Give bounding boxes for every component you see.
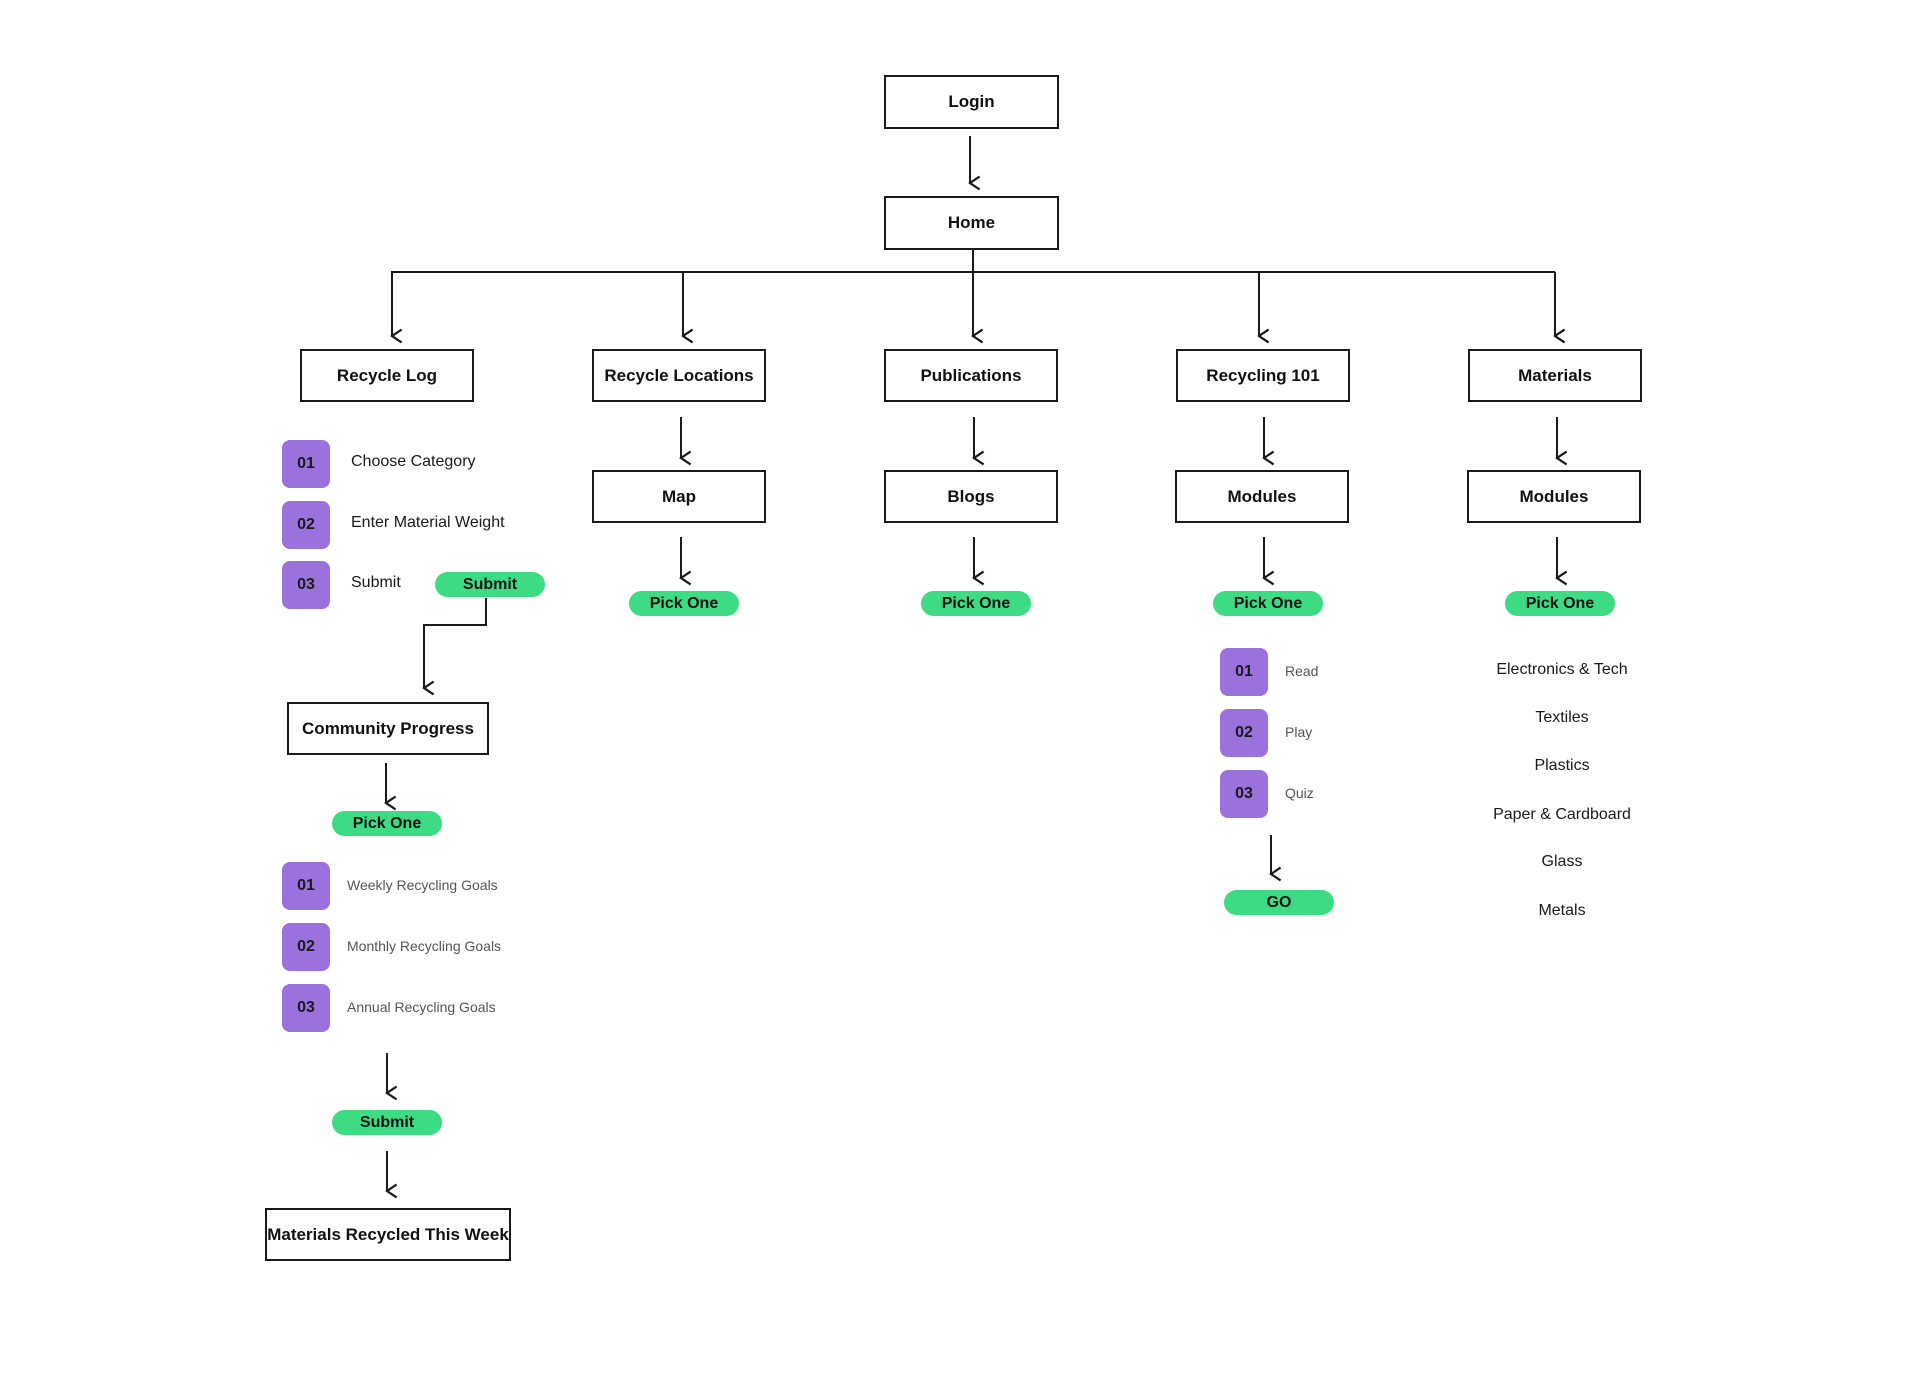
community-step-badge: 01 [282,862,330,910]
recycle-locations-node[interactable]: Recycle Locations [592,349,766,402]
map-node[interactable]: Map [592,470,766,523]
pick-one-locations-pill[interactable]: Pick One [629,591,739,616]
recycling-101-modules-node[interactable]: Modules [1175,470,1349,523]
step-badge: 01 [282,440,330,488]
module-step-badge: 03 [1220,770,1268,818]
home-node[interactable]: Home [884,196,1059,250]
community-step-badge: 03 [282,984,330,1032]
material-item[interactable]: Plastics [1534,757,1590,774]
module-step-label: Read [1285,663,1319,679]
module-step-label: Play [1285,724,1313,740]
material-item[interactable]: Textiles [1535,709,1589,726]
pick-one-101-pill[interactable]: Pick One [1213,591,1323,616]
step-label: Submit [351,574,401,591]
step-label: Enter Material Weight [351,514,505,531]
community-progress-node[interactable]: Community Progress [287,702,489,755]
login-node[interactable]: Login [884,75,1059,129]
blogs-node[interactable]: Blogs [884,470,1058,523]
pick-one-materials-pill[interactable]: Pick One [1505,591,1615,616]
material-item[interactable]: Metals [1538,902,1586,919]
go-button[interactable]: GO [1224,890,1334,915]
publications-node[interactable]: Publications [884,349,1058,402]
submit-log-button[interactable]: Submit [435,572,545,597]
materials-node[interactable]: Materials [1468,349,1642,402]
materials-recycled-node[interactable]: Materials Recycled This Week [265,1208,511,1261]
step-badge: 02 [282,501,330,549]
module-step-badge: 02 [1220,709,1268,757]
module-step-badge: 01 [1220,648,1268,696]
community-step-label: Monthly Recycling Goals [347,938,502,954]
step-label: Choose Category [351,453,476,470]
materials-modules-node[interactable]: Modules [1467,470,1641,523]
pick-one-publications-pill[interactable]: Pick One [921,591,1031,616]
pick-one-community-pill[interactable]: Pick One [332,811,442,836]
submit-community-button[interactable]: Submit [332,1110,442,1135]
community-step-label: Annual Recycling Goals [347,999,496,1015]
step-badge: 03 [282,561,330,609]
material-item[interactable]: Electronics & Tech [1496,661,1628,678]
recycling-101-node[interactable]: Recycling 101 [1176,349,1350,402]
community-step-label: Weekly Recycling Goals [347,877,498,893]
community-step-badge: 02 [282,923,330,971]
material-item[interactable]: Glass [1541,853,1583,870]
material-item[interactable]: Paper & Cardboard [1493,806,1631,823]
recycle-log-node[interactable]: Recycle Log [300,349,474,402]
module-step-label: Quiz [1285,785,1314,801]
